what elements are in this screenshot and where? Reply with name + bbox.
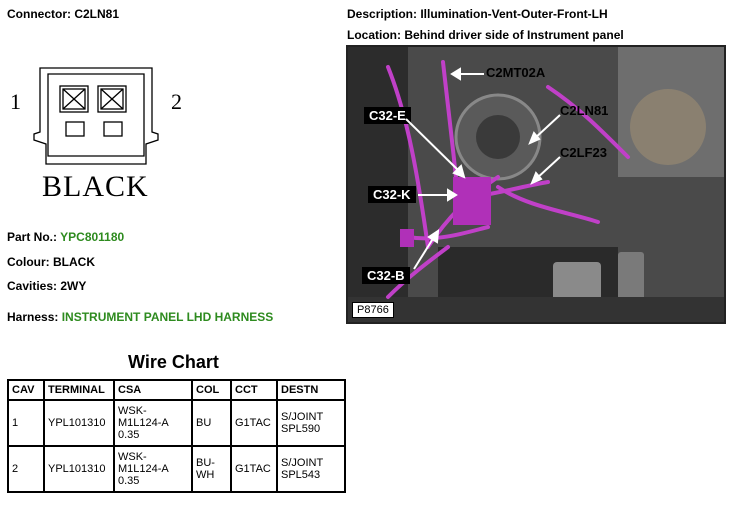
- header-terminal: TERMINAL: [43, 379, 115, 401]
- colour-value: BLACK: [53, 255, 95, 269]
- connector-color-text: BLACK: [42, 170, 149, 203]
- harness-value: INSTRUMENT PANEL LHD HARNESS: [61, 310, 274, 324]
- photo-reference: P8766: [352, 302, 394, 318]
- harness-row: Harness: INSTRUMENT PANEL LHD HARNESS: [7, 310, 273, 324]
- cavities-row: Cavities: 2WY: [7, 279, 86, 293]
- callout-c32-e: C32-E: [364, 107, 411, 124]
- cavities-label: Cavities:: [7, 279, 58, 293]
- wire-chart-header-row: CAV TERMINAL CSA COL CCT DESTN: [7, 379, 346, 401]
- header-cav: CAV: [7, 379, 45, 401]
- cell-csa: WSK-M1L124-A 0.35: [113, 399, 193, 447]
- cell-csa: WSK-M1L124-A 0.35: [113, 445, 193, 493]
- header-col: COL: [191, 379, 232, 401]
- cell-cct: G1TAC: [230, 399, 278, 447]
- cell-col: BU-WH: [191, 445, 232, 493]
- callout-c2ln81: C2LN81: [560, 103, 609, 118]
- wire-chart-table: CAV TERMINAL CSA COL CCT DESTN 1 YPL1013…: [7, 379, 346, 493]
- cell-destn: S/JOINT SPL590: [276, 399, 346, 447]
- cell-cct: G1TAC: [230, 445, 278, 493]
- callout-arrows: [405, 67, 561, 270]
- cell-terminal: YPL101310: [43, 399, 115, 447]
- connector-face-diagram: [33, 67, 159, 165]
- part-no-label: Part No.:: [7, 230, 58, 244]
- header-csa: CSA: [113, 379, 193, 401]
- cavities-value: 2WY: [60, 279, 87, 293]
- callout-c32-k: C32-K: [368, 186, 416, 203]
- cell-cav: 1: [7, 399, 45, 447]
- harness-label: Harness:: [7, 310, 59, 324]
- part-no-row: Part No.: YPC801180: [7, 230, 124, 244]
- connector-label: Connector: C2LN81: [7, 7, 120, 21]
- wire-chart-title: Wire Chart: [128, 352, 219, 372]
- header-destn: DESTN: [276, 379, 346, 401]
- table-row: 2 YPL101310 WSK-M1L124-A 0.35 BU-WH G1TA…: [7, 445, 346, 493]
- colour-row: Colour: BLACK: [7, 255, 95, 269]
- part-no-value: YPC801180: [60, 230, 125, 244]
- callout-c2lf23: C2LF23: [560, 145, 607, 160]
- colour-label: Colour:: [7, 255, 50, 269]
- cell-col: BU: [191, 399, 232, 447]
- location-label: Location: Behind driver side of Instrume…: [347, 28, 624, 42]
- header-cct: CCT: [230, 379, 278, 401]
- cell-terminal: YPL101310: [43, 445, 115, 493]
- cell-destn: S/JOINT SPL543: [276, 445, 346, 493]
- description-label: Description: Illumination-Vent-Outer-Fro…: [347, 7, 608, 21]
- table-row: 1 YPL101310 WSK-M1L124-A 0.35 BU G1TAC S…: [7, 399, 346, 447]
- pin-2-label: 2: [171, 89, 182, 114]
- location-photo-art: [348, 47, 724, 322]
- location-photo: C2MT02A C32-E C2LN81 C2LF23 C32-K C32-B …: [346, 45, 726, 324]
- cell-cav: 2: [7, 445, 45, 493]
- pin-1-label: 1: [10, 89, 21, 114]
- callout-c2mt02a: C2MT02A: [486, 65, 546, 80]
- callout-c32-b: C32-B: [362, 267, 410, 284]
